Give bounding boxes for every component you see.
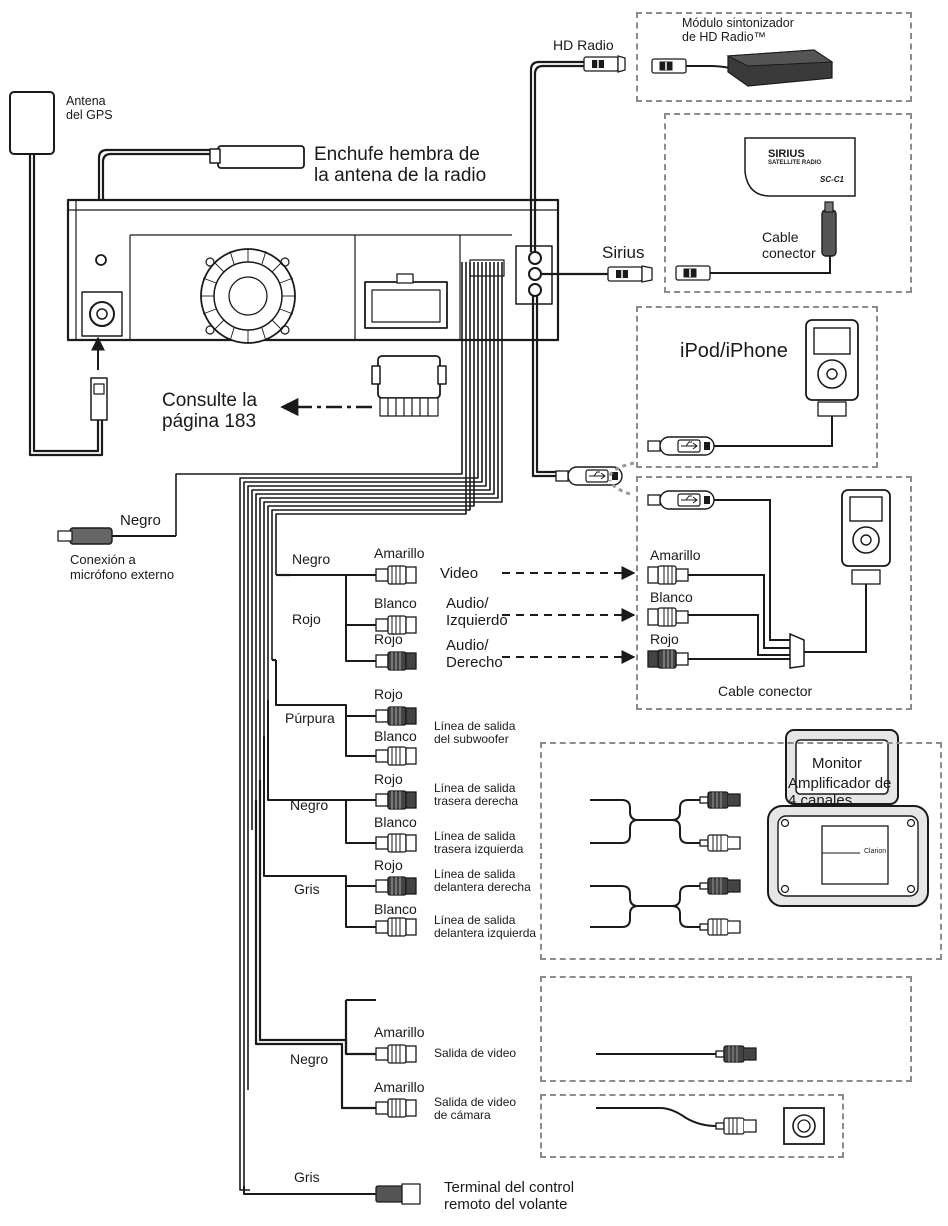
monitor-label: Monitor [812, 755, 863, 772]
audio-red-label: Rojo [374, 631, 403, 647]
vout-wire-label: Negro [290, 1051, 329, 1067]
sub-red-label: Rojo [374, 686, 403, 702]
camera-box [540, 1094, 844, 1158]
video-label: Video [440, 565, 479, 582]
hd-tuner-box [636, 12, 912, 102]
monitor-box [540, 976, 912, 1082]
vout-desc1: Salida de video [434, 1046, 517, 1060]
ipod-box [636, 306, 878, 468]
front-wire-label: Gris [294, 881, 320, 897]
vout-yellow2-label: Amarillo [374, 1079, 425, 1095]
ipod-label: iPod/iPhone [680, 340, 788, 362]
rear-wire-label: Negro [290, 797, 329, 813]
sirius-label: Sirius [602, 243, 645, 262]
sub-wire-label: Púrpura [285, 710, 335, 726]
audio-white-label: Blanco [374, 595, 417, 611]
amp-brand-label: Clarion [864, 848, 887, 855]
av-cable-box [636, 476, 912, 710]
sub-white-label: Blanco [374, 728, 417, 744]
av-white-label: Blanco [650, 589, 693, 605]
ext-mic-wire-label: Negro [120, 512, 161, 529]
amplifier-box [540, 742, 942, 960]
rear-white-label: Blanco [374, 814, 417, 830]
av-red-label: Rojo [650, 631, 679, 647]
video-wire-label: Negro [292, 551, 331, 567]
audio-right-label: Audio/Derecho [446, 637, 503, 671]
audio-left-label: Audio/Izquierdo [446, 595, 508, 629]
av-yellow-label: Amarillo [650, 547, 701, 563]
video-yellow-label: Amarillo [374, 545, 425, 561]
rear-red-label: Rojo [374, 771, 403, 787]
av-cable-title: Cable conector [718, 683, 813, 699]
sirius-box [664, 113, 912, 293]
sirius-model-label: SC-C1 [820, 175, 845, 184]
vout-yellow1-label: Amarillo [374, 1024, 425, 1040]
hd-radio-label: HD Radio [553, 37, 614, 53]
front-red-label: Rojo [374, 857, 403, 873]
front-white-label: Blanco [374, 901, 417, 917]
steering-wire-label: Gris [294, 1169, 320, 1185]
audio-red-wire-label: Rojo [292, 611, 321, 627]
